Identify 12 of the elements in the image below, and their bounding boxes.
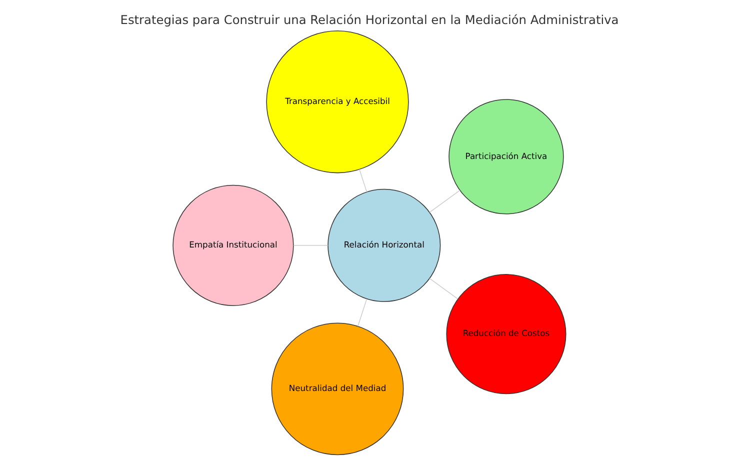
node-circle: Transparencia y Accesibil — [266, 30, 409, 174]
connector — [359, 168, 368, 192]
node-circle: Relación Horizontal — [328, 188, 441, 302]
node-circle: Neutralidad del Mediad — [271, 322, 404, 456]
connector — [293, 245, 328, 246]
connector — [429, 190, 460, 213]
connector — [429, 278, 458, 300]
node-circle: Reducción de Costos — [446, 274, 566, 394]
node-circle: Participación Activa — [448, 99, 564, 214]
node-circle: Empatía Institucional — [172, 184, 294, 306]
connector — [358, 298, 368, 327]
diagram-title: Estrategias para Construir una Relación Horizontal en la Mediación Administrativa — [120, 13, 619, 28]
